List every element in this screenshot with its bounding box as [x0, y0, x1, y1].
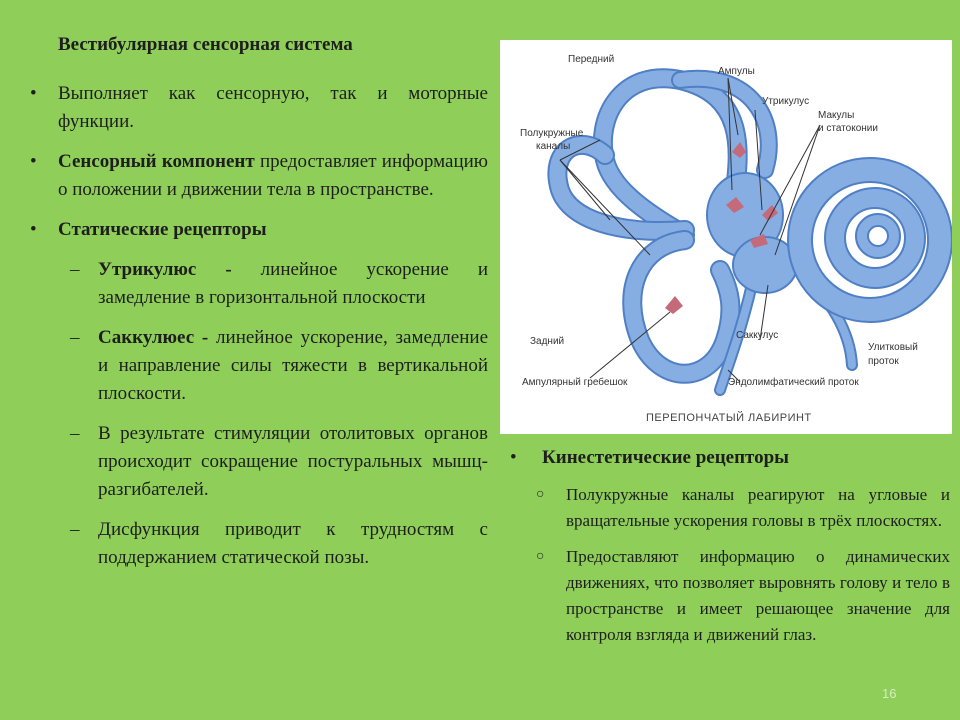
page-title: Вестибулярная сенсорная система — [58, 34, 353, 55]
label-statoconia: и статоконии — [818, 123, 878, 134]
bullet-item: • Сенсорный компонент предоставляет инфо… — [30, 148, 488, 204]
dash-marker: – — [70, 519, 80, 540]
label-saccule: Саккулус — [736, 330, 778, 341]
circle-marker: ○ — [536, 487, 545, 502]
page-number: 16 — [882, 686, 897, 701]
sub-bullet-item: ○ Предоставляют информацию о динамически… — [510, 544, 950, 648]
right-column: • Кинестетические рецепторы ○ Полукружны… — [510, 444, 950, 658]
label-canals: Полукружные — [520, 128, 584, 139]
label-posterior: Задний — [530, 336, 564, 347]
bullet-dot: • — [30, 151, 37, 172]
sub-bullet-item: – Утрикулюс - линейное ускорение и замед… — [30, 256, 488, 312]
labyrinth-illustration: Передний Ампулы Утрикулус Макулы и стато… — [520, 54, 952, 424]
sub-bullet-item: – В результате стимуляции отолитовых орг… — [30, 420, 488, 504]
bullet-dot: • — [30, 219, 37, 240]
bullet-text: предоставляет информацию о положении и д… — [58, 151, 488, 200]
bullet-item: • Кинестетические рецепторы — [510, 444, 950, 472]
bullet-bold-text: Статические рецепторы — [58, 219, 267, 240]
membranous-labyrinth-figure: Передний Ампулы Утрикулус Макулы и стато… — [500, 40, 952, 434]
label-anterior: Передний — [568, 54, 614, 65]
label-ampullae: Ампулы — [718, 66, 755, 77]
sub-bullet-item: – Саккулюес - линейное ускорение, замедл… — [30, 324, 488, 408]
bullet-dot: • — [30, 83, 37, 104]
label-canals-2: каналы — [536, 141, 570, 152]
circle-marker: ○ — [536, 549, 545, 564]
bullet-dot: • — [510, 447, 517, 468]
sub-bullet-bold-text: Утрикулюс - — [98, 259, 232, 280]
dash-marker: – — [70, 423, 80, 444]
dash-marker: – — [70, 327, 80, 348]
bullet-item: • Статические рецепторы — [30, 216, 488, 244]
sub-bullet-text: Полукружные каналы реагируют на угловые … — [566, 485, 950, 530]
sub-bullet-item: – Дисфункция приводит к трудностям с под… — [30, 516, 488, 572]
sub-bullet-text: линейное ускорение, замедление и направл… — [98, 327, 488, 404]
dash-marker: – — [70, 259, 80, 280]
label-maculae: Макулы — [818, 110, 854, 121]
label-cochlear-duct: Улитковый — [868, 342, 918, 353]
bullet-bold-text: Кинестетические рецепторы — [542, 447, 790, 468]
sub-bullet-bold-text: Саккулюес - — [98, 327, 209, 348]
left-column: • Выполняет как сенсорную, так и моторны… — [30, 80, 488, 584]
bullet-item: • Выполняет как сенсорную, так и моторны… — [30, 80, 488, 136]
sub-bullet-text: В результате стимуляции отолитовых орган… — [98, 423, 488, 500]
figure-caption: ПЕРЕПОНЧАТЫЙ ЛАБИРИНТ — [646, 411, 812, 424]
bullet-text: Выполняет как сенсорную, так и моторные … — [58, 83, 488, 132]
sub-bullet-text: линейное ускорение и замедление в горизо… — [98, 259, 488, 308]
label-ampullary-crest: Ампулярный гребешок — [522, 376, 628, 388]
label-utricle: Утрикулус — [762, 96, 809, 107]
sub-bullet-text: Дисфункция приводит к трудностям с подде… — [98, 519, 488, 568]
label-endolymphatic-duct: Эндолимфатический проток — [728, 376, 859, 388]
label-cochlear-duct-2: проток — [868, 356, 899, 367]
sub-bullet-item: ○ Полукружные каналы реагируют на угловы… — [510, 482, 950, 534]
sub-bullet-text: Предоставляют информацию о динамических … — [566, 547, 950, 644]
bullet-bold-text: Сенсорный компонент — [58, 151, 255, 172]
